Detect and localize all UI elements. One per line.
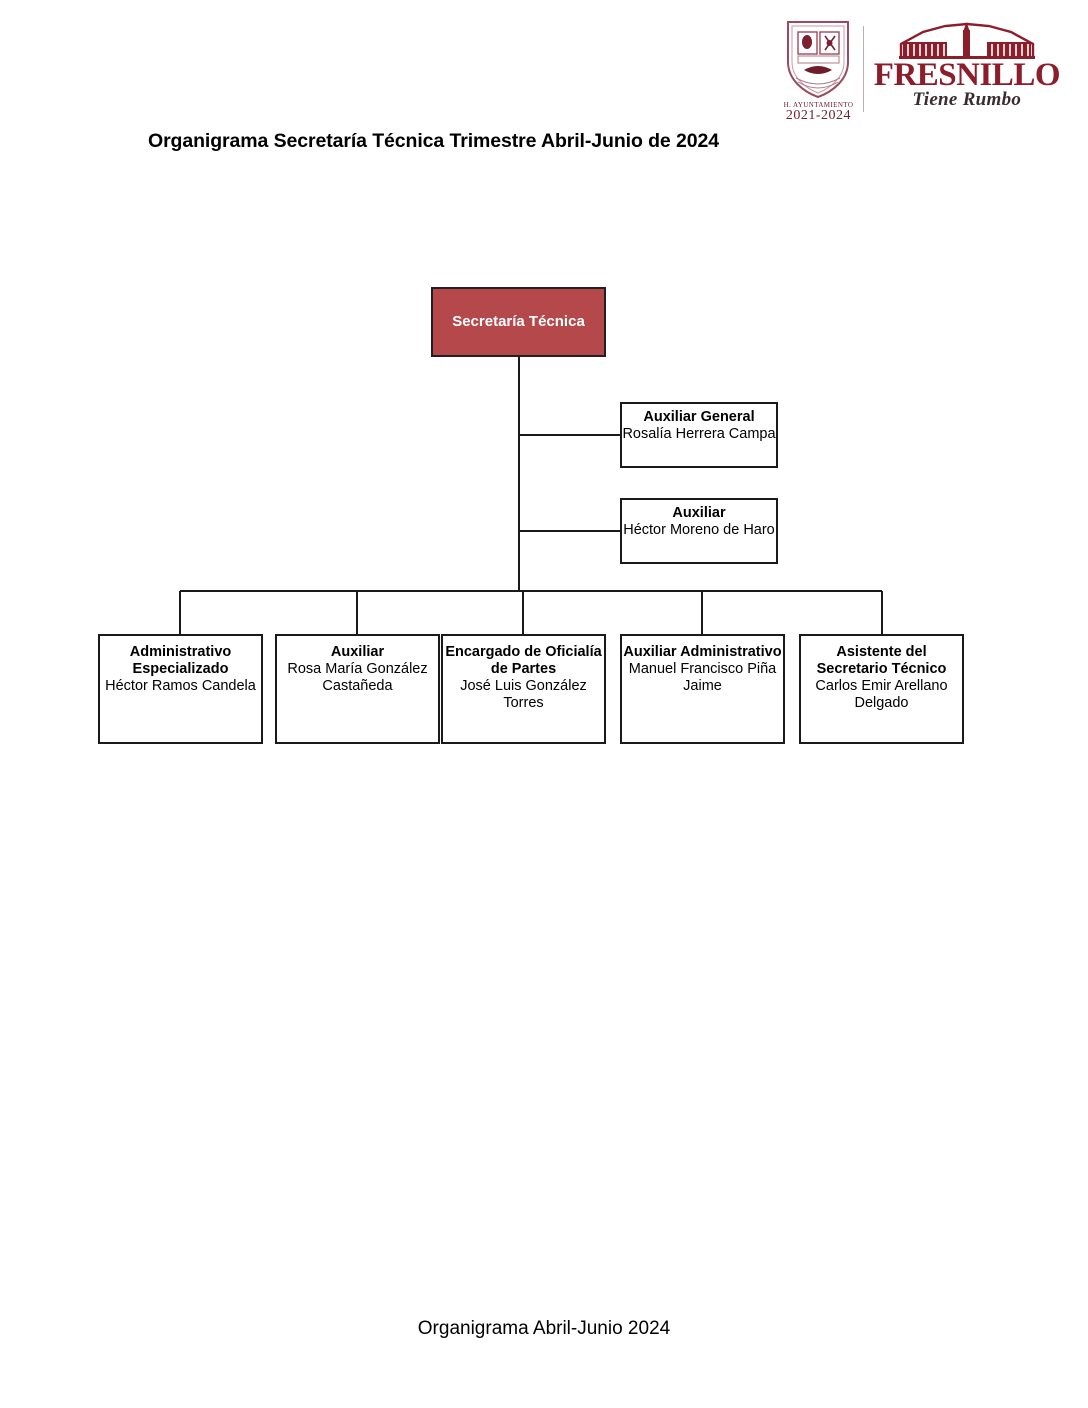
crest-caption-years: 2021-2024 bbox=[785, 108, 852, 123]
logo-divider bbox=[862, 26, 864, 112]
org-node-auxiliar-general[interactable]: Auxiliar General Rosalía Herrera Campa bbox=[620, 402, 778, 468]
org-node-encargado-oficialia-partes[interactable]: Encargado de Oficialía de Partes José Lu… bbox=[441, 634, 606, 744]
org-node-role: Auxiliar Administrativo bbox=[623, 644, 782, 660]
org-node-person: Carlos Emir Arellano Delgado bbox=[815, 678, 948, 712]
org-node-auxiliar-administrativo[interactable]: Auxiliar Administrativo Manuel Francisco… bbox=[620, 634, 785, 744]
municipal-crest-block: H. AYUNTAMIENTO 2021-2024 bbox=[780, 18, 857, 123]
org-node-person: José Luis González Torres bbox=[460, 678, 587, 712]
org-node-person: Rosa María González Castañeda bbox=[287, 661, 428, 695]
page-title: Organigrama Secretaría Técnica Trimestre… bbox=[148, 130, 719, 152]
org-node-auxiliar[interactable]: Auxiliar Héctor Moreno de Haro bbox=[620, 498, 778, 564]
org-node-role: Secretaría Técnica bbox=[452, 313, 585, 331]
org-node-person: Héctor Moreno de Haro bbox=[623, 522, 775, 539]
fresnillo-wordmark: FRESNILLO bbox=[873, 57, 1061, 93]
fresnillo-building-icon bbox=[898, 22, 1035, 59]
header-logo-group: H. AYUNTAMIENTO 2021-2024 bbox=[780, 18, 1061, 126]
org-node-secretaria-tecnica[interactable]: Secretaría Técnica bbox=[431, 287, 606, 357]
org-node-asistente-secretario-tecnico[interactable]: Asistente del Secretario Técnico Carlos … bbox=[799, 634, 964, 744]
org-node-role: Auxiliar bbox=[330, 644, 385, 660]
org-node-role: Encargado de Oficialía de Partes bbox=[445, 644, 602, 678]
fresnillo-tagline: Tiene Rumbo bbox=[912, 89, 1022, 111]
org-node-person: Rosalía Herrera Campa bbox=[622, 426, 776, 443]
coat-of-arms-shield-icon bbox=[787, 21, 850, 99]
org-node-person: Manuel Francisco Piña Jaime bbox=[628, 661, 777, 695]
org-node-role: Auxiliar bbox=[672, 505, 726, 521]
crest-caption-top: H. AYUNTAMIENTO bbox=[783, 101, 854, 109]
fresnillo-brand-block: FRESNILLO Tiene Rumbo bbox=[873, 18, 1061, 111]
org-node-role: Asistente del Secretario Técnico bbox=[816, 644, 947, 678]
org-node-person: Héctor Ramos Candela bbox=[105, 678, 256, 695]
org-node-role: Auxiliar General bbox=[643, 409, 755, 425]
page-footer: Organigrama Abril-Junio 2024 bbox=[417, 1318, 671, 1339]
org-node-auxiliar-rosa-maria[interactable]: Auxiliar Rosa María González Castañeda bbox=[275, 634, 440, 744]
org-node-administrativo-especializado[interactable]: Administrativo Especializado Héctor Ramo… bbox=[98, 634, 263, 744]
org-node-role: Administrativo Especializado bbox=[129, 644, 232, 678]
